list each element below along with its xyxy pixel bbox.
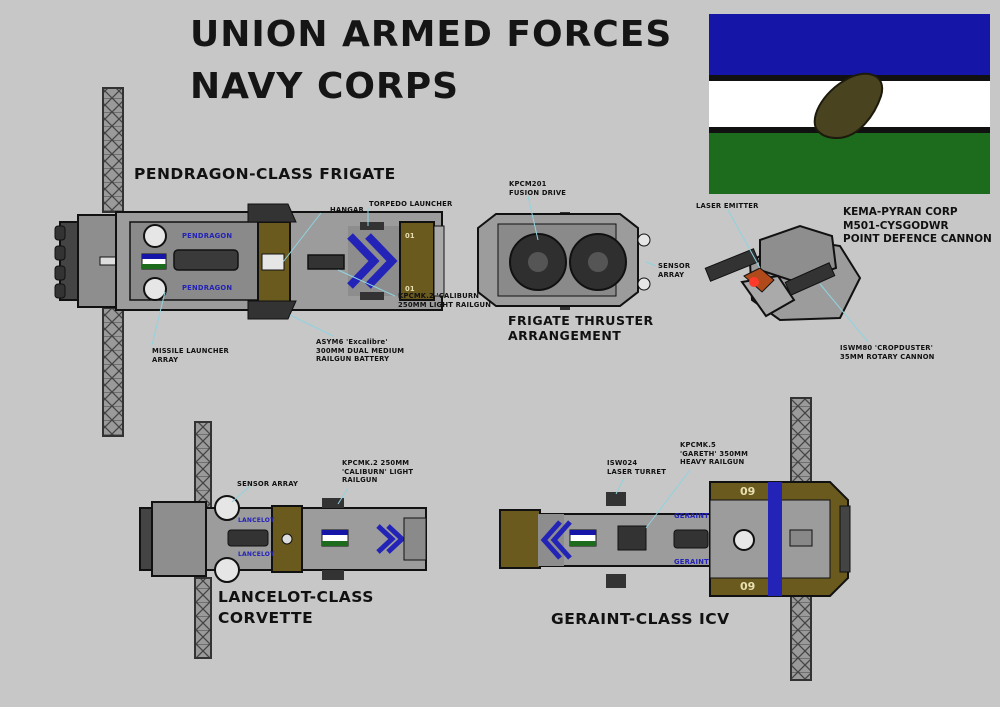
caliburn-callout-line-1: KPCMK.2 'CALIBURN': [398, 292, 482, 300]
thruster-label-line-1: FRIGATE THRUSTER: [508, 313, 654, 328]
rotary-cannon-callout: ISWM80 'CROPDUSTER' 35MM ROTARY CANNON: [840, 344, 935, 361]
thruster-label-line-2: ARRANGEMENT: [508, 328, 622, 343]
flag-emblem: [813, 72, 884, 140]
corvette-class-line-1: LANCELOT-CLASS: [218, 588, 374, 606]
icv-hull-name-top: GERAINT: [674, 512, 709, 520]
rotary-cannon-line-2: 35MM ROTARY CANNON: [840, 352, 935, 361]
sensor-array-line-1: SENSOR: [658, 262, 691, 270]
solar-truss-bottom: [102, 307, 124, 437]
torpedo-launcher-callout: TORPEDO LAUNCHER: [369, 200, 453, 208]
pdc-maker-line-3: POINT DEFENCE CANNON: [843, 233, 992, 245]
corvette-class-line-2: CORVETTE: [218, 609, 314, 627]
flag-stripe-blue: [709, 14, 990, 75]
hangar-callout: HANGAR: [330, 206, 364, 214]
title-line-1: UNION ARMED FORCES: [190, 14, 673, 55]
icv-hull-name-bottom: GERAINT: [674, 558, 709, 566]
fusion-drive-callout: KPCM201 FUSION DRIVE: [509, 180, 566, 197]
corvette-class-label: LANCELOT-CLASS CORVETTE: [218, 587, 374, 629]
geraint-icv: [499, 397, 851, 681]
frigate-class-label: PENDRAGON-CLASS FRIGATE: [134, 165, 396, 183]
corvette-hull-name-bottom: LANCELOT: [238, 551, 275, 558]
icv-hull-number-top: 09: [740, 485, 756, 498]
sensor-array-callout: SENSOR ARRAY: [658, 262, 690, 279]
corvette-hull-name-top: LANCELOT: [238, 517, 275, 524]
missile-callout-line-2: ARRAY: [152, 355, 179, 364]
pdc-maker-line-1: KEMA-PYRAN CORP: [843, 206, 958, 218]
caliburn-callout-line-2: 250MM LIGHT RAILGUN: [398, 300, 492, 309]
icv-class-label: GERAINT-CLASS ICV: [551, 610, 730, 628]
missile-launcher-callout: MISSILE LAUNCHER ARRAY: [152, 347, 229, 364]
solar-truss-top: [102, 87, 124, 213]
corvette-railgun-line-1: KPCMK.2 250MM: [342, 459, 410, 467]
icv-heavy-line-2: 'GARETH' 350MM: [680, 449, 749, 458]
corvette-railgun-callout: KPCMK.2 250MM 'CALIBURN' LIGHT RAILGUN: [342, 459, 413, 485]
laser-emitter-callout: LASER EMITTER: [696, 202, 759, 210]
point-defence-cannon: [704, 209, 869, 343]
icv-hull-number-bottom: 09: [740, 580, 756, 593]
icv-heavy-railgun-callout: KPCMK.5 'GARETH' 350MM HEAVY RAILGUN: [680, 441, 748, 467]
corvette-railgun-line-2: 'CALIBURN' LIGHT: [342, 467, 414, 476]
thruster-arrangement-label: FRIGATE THRUSTER ARRANGEMENT: [508, 313, 654, 343]
pendragon-frigate: [54, 87, 445, 437]
rotary-cannon-line-1: ISWM80 'CROPDUSTER': [840, 344, 934, 352]
icv-truss-bottom: [790, 589, 812, 681]
icv-laser-turret-callout: ISW024 LASER TURRET: [607, 459, 666, 476]
asym-callout-line-3: RAILGUN BATTERY: [316, 355, 390, 363]
flag-stripe-green: [709, 133, 990, 194]
icv-heavy-line-1: KPCMK.5: [680, 441, 716, 449]
asym-callout-line-2: 300MM DUAL MEDIUM: [316, 346, 405, 355]
frigate-hull-number-bottom: 01: [405, 285, 415, 293]
thruster-arrangement: [477, 195, 657, 310]
frigate-hull-name-top: PENDRAGON: [182, 232, 233, 240]
union-flag: [709, 14, 990, 194]
sensor-array-line-2: ARRAY: [658, 270, 685, 279]
frigate-hull-number-top: 01: [405, 232, 415, 240]
icv-laser-line-2: LASER TURRET: [607, 467, 667, 476]
fusion-drive-line-2: FUSION DRIVE: [509, 188, 567, 197]
frigate-hull-name-bottom: PENDRAGON: [182, 284, 233, 292]
icv-heavy-line-3: HEAVY RAILGUN: [680, 458, 745, 466]
corvette-railgun-line-3: RAILGUN: [342, 476, 378, 484]
asym-callout: ASYM6 'Excalibre' 300MM DUAL MEDIUM RAIL…: [316, 338, 404, 364]
corvette-truss-top: [194, 421, 212, 509]
pdc-maker-line-2: M501-CYSGODWR: [843, 219, 949, 232]
fusion-drive-line-1: KPCM201: [509, 180, 547, 188]
corvette-sensor-callout: SENSOR ARRAY: [237, 480, 299, 488]
icv-laser-line-1: ISW024: [607, 459, 638, 467]
lancelot-corvette: [139, 421, 427, 659]
corvette-truss-bottom: [194, 577, 212, 659]
asym-callout-line-1: ASYM6 'Excalibre': [316, 338, 388, 346]
missile-callout-line-1: MISSILE LAUNCHER: [152, 347, 229, 355]
title-line-2: NAVY CORPS: [190, 66, 460, 107]
pdc-maker-label: KEMA-PYRAN CORP M501-CYSGODWR POINT DEFE…: [843, 206, 992, 247]
caliburn-callout: KPCMK.2 'CALIBURN' 250MM LIGHT RAILGUN: [398, 292, 491, 309]
